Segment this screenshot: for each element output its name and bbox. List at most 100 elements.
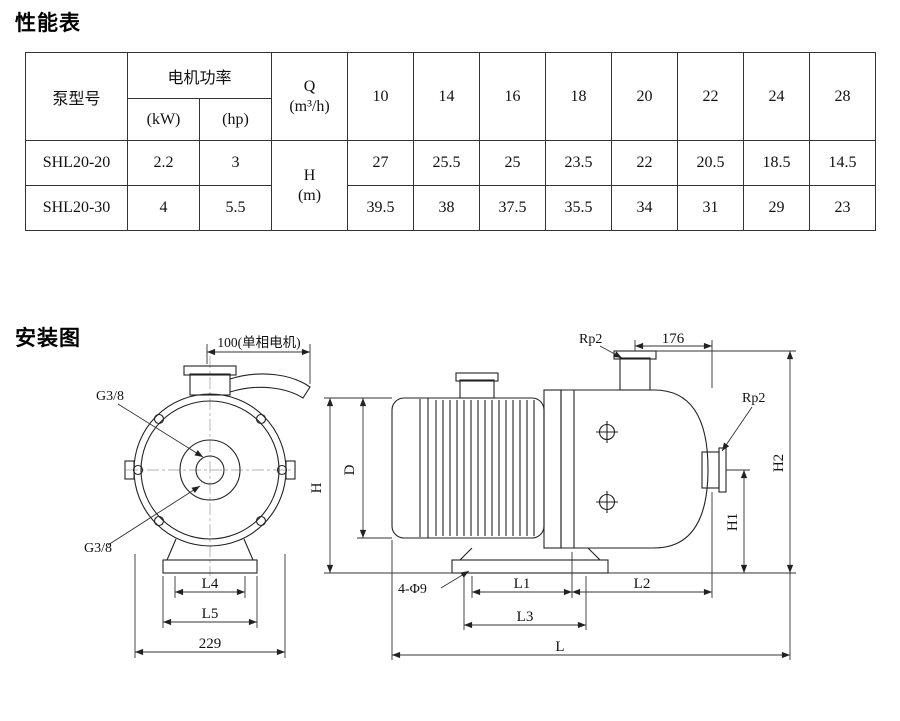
cell-head-0-7: 14.5 (809, 140, 876, 186)
port-label-g38-top: G3/8 (96, 389, 124, 404)
pump-side-view (391, 350, 727, 574)
cell-model-1: SHL20-30 (25, 185, 128, 231)
base-support-side (458, 547, 602, 561)
motor-endcap-lines (419, 398, 429, 538)
dim-label-l5: L5 (202, 606, 219, 622)
right-flange-tab (285, 460, 296, 480)
dim-l5-lines (162, 576, 258, 628)
h-unit: (m) (297, 186, 322, 204)
dim-label-bolt-holes: 4-Φ9 (398, 582, 427, 597)
dim-h-lines (324, 397, 452, 574)
terminal-box-cap (455, 372, 499, 382)
dim-label-176: 176 (662, 331, 685, 347)
casing-plug-bottom (596, 491, 618, 513)
dim-label-h: H (309, 482, 325, 493)
header-motor-power: 电机功率 (127, 52, 272, 99)
header-flow-q: Q (m³/h) (271, 52, 348, 141)
top-port-flange-front (183, 365, 237, 376)
cell-head-1-4: 34 (611, 185, 678, 231)
leader-g38-top (117, 403, 204, 458)
leader-bolt-holes (440, 570, 470, 589)
dim-motor-width-lines (206, 344, 311, 384)
base-foot-side (451, 559, 609, 574)
cell-head-0-6: 18.5 (743, 140, 810, 186)
cell-model-0: SHL20-20 (25, 140, 128, 186)
dim-label-l4: L4 (202, 576, 219, 592)
port-label-rp2-top: Rp2 (579, 332, 602, 347)
side-view-dimensions (324, 340, 796, 660)
front-view-dimensions (107, 344, 311, 658)
outlet-port-flange (718, 447, 727, 493)
flow-value-6: 24 (743, 52, 810, 141)
dim-label-l: L (555, 639, 564, 655)
flow-value-1: 14 (413, 52, 480, 141)
q-unit: (m³/h) (289, 97, 330, 115)
motor-body (391, 397, 545, 539)
port-label-rp2-right: Rp2 (742, 391, 765, 406)
flange-inner-circle (140, 400, 280, 540)
dim-label-motor-width: 100(单相电机) (217, 335, 300, 350)
cell-head-0-2: 25 (479, 140, 546, 186)
dim-d-lines (357, 398, 392, 539)
dim-label-h2: H2 (771, 454, 787, 472)
flow-value-2: 16 (479, 52, 546, 141)
installation-diagram: 100(单相电机) G3/8 G3/8 L4 L5 229 Rp2 176 Rp… (84, 331, 796, 660)
cell-head-0-1: 25.5 (413, 140, 480, 186)
diagram-labels: 100(单相电机) G3/8 G3/8 L4 L5 229 Rp2 176 Rp… (84, 331, 787, 655)
pump-casing (560, 389, 709, 549)
flow-value-3: 18 (545, 52, 612, 141)
header-kw: (kW) (127, 98, 200, 141)
cell-hp-1: 5.5 (199, 185, 272, 231)
outlet-port (701, 451, 720, 489)
top-port-body-front (189, 373, 231, 396)
flow-value-7: 28 (809, 52, 876, 141)
header-head-h: H (m) (271, 140, 348, 231)
performance-table: 泵型号 电机功率 Q (m³/h) 10 14 16 18 20 22 24 2… (25, 52, 876, 231)
cell-head-1-6: 29 (743, 185, 810, 231)
cell-head-0-5: 20.5 (677, 140, 744, 186)
port-label-g38-bottom: G3/8 (84, 541, 112, 556)
dim-label-d: D (342, 464, 358, 475)
dim-h2-lines (608, 350, 796, 574)
cell-kw-0: 2.2 (127, 140, 200, 186)
hub-circle (179, 439, 241, 501)
pump-front-view (124, 356, 311, 576)
base-foot-front (162, 559, 258, 574)
dim-229-lines (134, 554, 286, 658)
handle (229, 373, 311, 399)
leader-g38-bottom (107, 485, 201, 546)
flow-value-4: 20 (611, 52, 678, 141)
table-row: SHL20-30 4 5.5 39.5 38 37.5 35.5 34 31 2… (25, 185, 876, 231)
cell-head-1-1: 38 (413, 185, 480, 231)
dim-l-lines (391, 540, 791, 660)
cell-head-1-3: 35.5 (545, 185, 612, 231)
casing-plug-top (596, 421, 618, 443)
table-row: SHL20-20 2.2 3 H (m) 27 25.5 25 23.5 22 … (25, 140, 876, 231)
flow-value-0: 10 (347, 52, 414, 141)
cell-kw-1: 4 (127, 185, 200, 231)
cell-head-1-2: 37.5 (479, 185, 546, 231)
dim-label-l1: L1 (514, 576, 531, 592)
dim-l3-lines (463, 576, 587, 630)
cell-head-0-4: 22 (611, 140, 678, 186)
header-pump-model: 泵型号 (25, 52, 128, 141)
cell-head-0-0: 27 (347, 140, 414, 186)
dim-l4-lines (174, 576, 246, 598)
cell-head-1-5: 31 (677, 185, 744, 231)
h-symbol: H (303, 166, 316, 184)
performance-table-title: 性能表 (15, 12, 81, 35)
terminal-box (459, 379, 495, 399)
cell-head-1-7: 23 (809, 185, 876, 231)
cell-head-0-3: 23.5 (545, 140, 612, 186)
q-symbol: Q (303, 77, 316, 95)
header-hp: (hp) (199, 98, 272, 141)
cell-head-1-0: 39.5 (347, 185, 414, 231)
motor-pump-flange (543, 389, 562, 549)
dim-l2-lines (572, 492, 713, 598)
dim-label-l2: L2 (634, 576, 651, 592)
dim-h1-lines (726, 469, 750, 573)
dim-label-229: 229 (199, 636, 222, 652)
leader-rp2-right (721, 406, 753, 452)
dim-176-lines (634, 340, 713, 388)
cell-hp-0: 3 (199, 140, 272, 186)
